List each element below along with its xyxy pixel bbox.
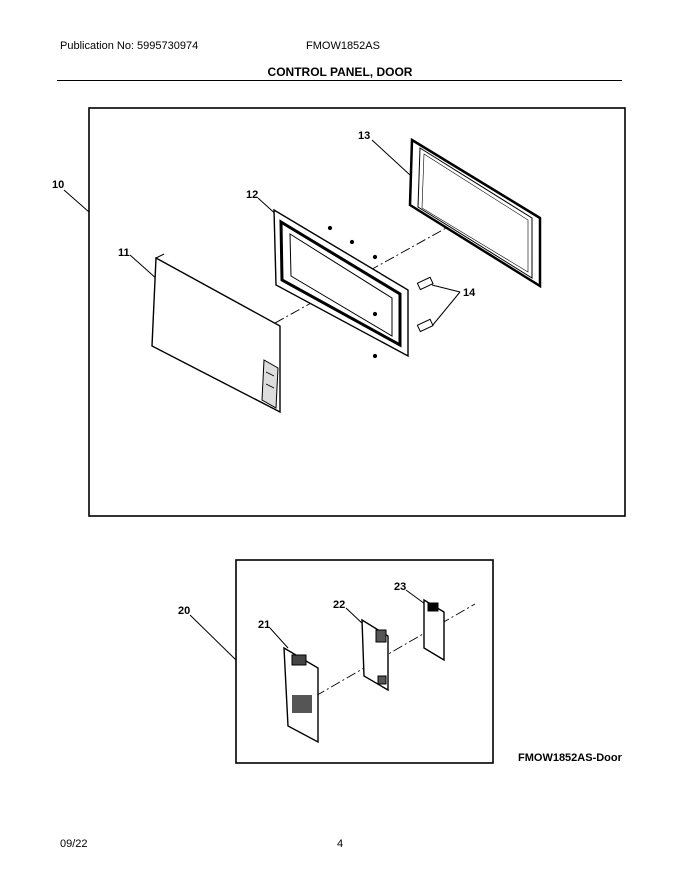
control-panel-frame xyxy=(235,559,494,764)
part-11-door-panel xyxy=(151,253,281,414)
part-23-board xyxy=(423,598,445,662)
publication-number: Publication No: 5995730974 xyxy=(60,40,199,52)
callout-12: 12 xyxy=(246,189,258,201)
part-21-control-housing xyxy=(283,646,319,744)
door-assembly-frame xyxy=(88,107,626,517)
part-14-door-latch xyxy=(416,276,434,333)
page-title: CONTROL PANEL, DOOR xyxy=(267,65,413,79)
callout-23: 23 xyxy=(394,581,406,593)
callout-13: 13 xyxy=(358,130,370,142)
model-number: FMOW1852AS xyxy=(306,40,380,52)
part-13-door-window xyxy=(408,137,542,289)
callout-21: 21 xyxy=(258,619,270,631)
callout-14: 14 xyxy=(463,287,476,299)
part-12-door-frame xyxy=(273,208,409,359)
callout-22: 22 xyxy=(333,599,345,611)
footer-date: 09/22 xyxy=(60,838,88,850)
figure-caption: FMOW1852AS-Door xyxy=(518,752,622,764)
header-divider xyxy=(57,80,622,81)
callout-10: 10 xyxy=(52,179,64,191)
callout-11: 11 xyxy=(118,247,130,259)
page-number: 4 xyxy=(337,838,344,850)
part-22-bracket xyxy=(361,618,389,692)
callout-20: 20 xyxy=(178,605,190,617)
